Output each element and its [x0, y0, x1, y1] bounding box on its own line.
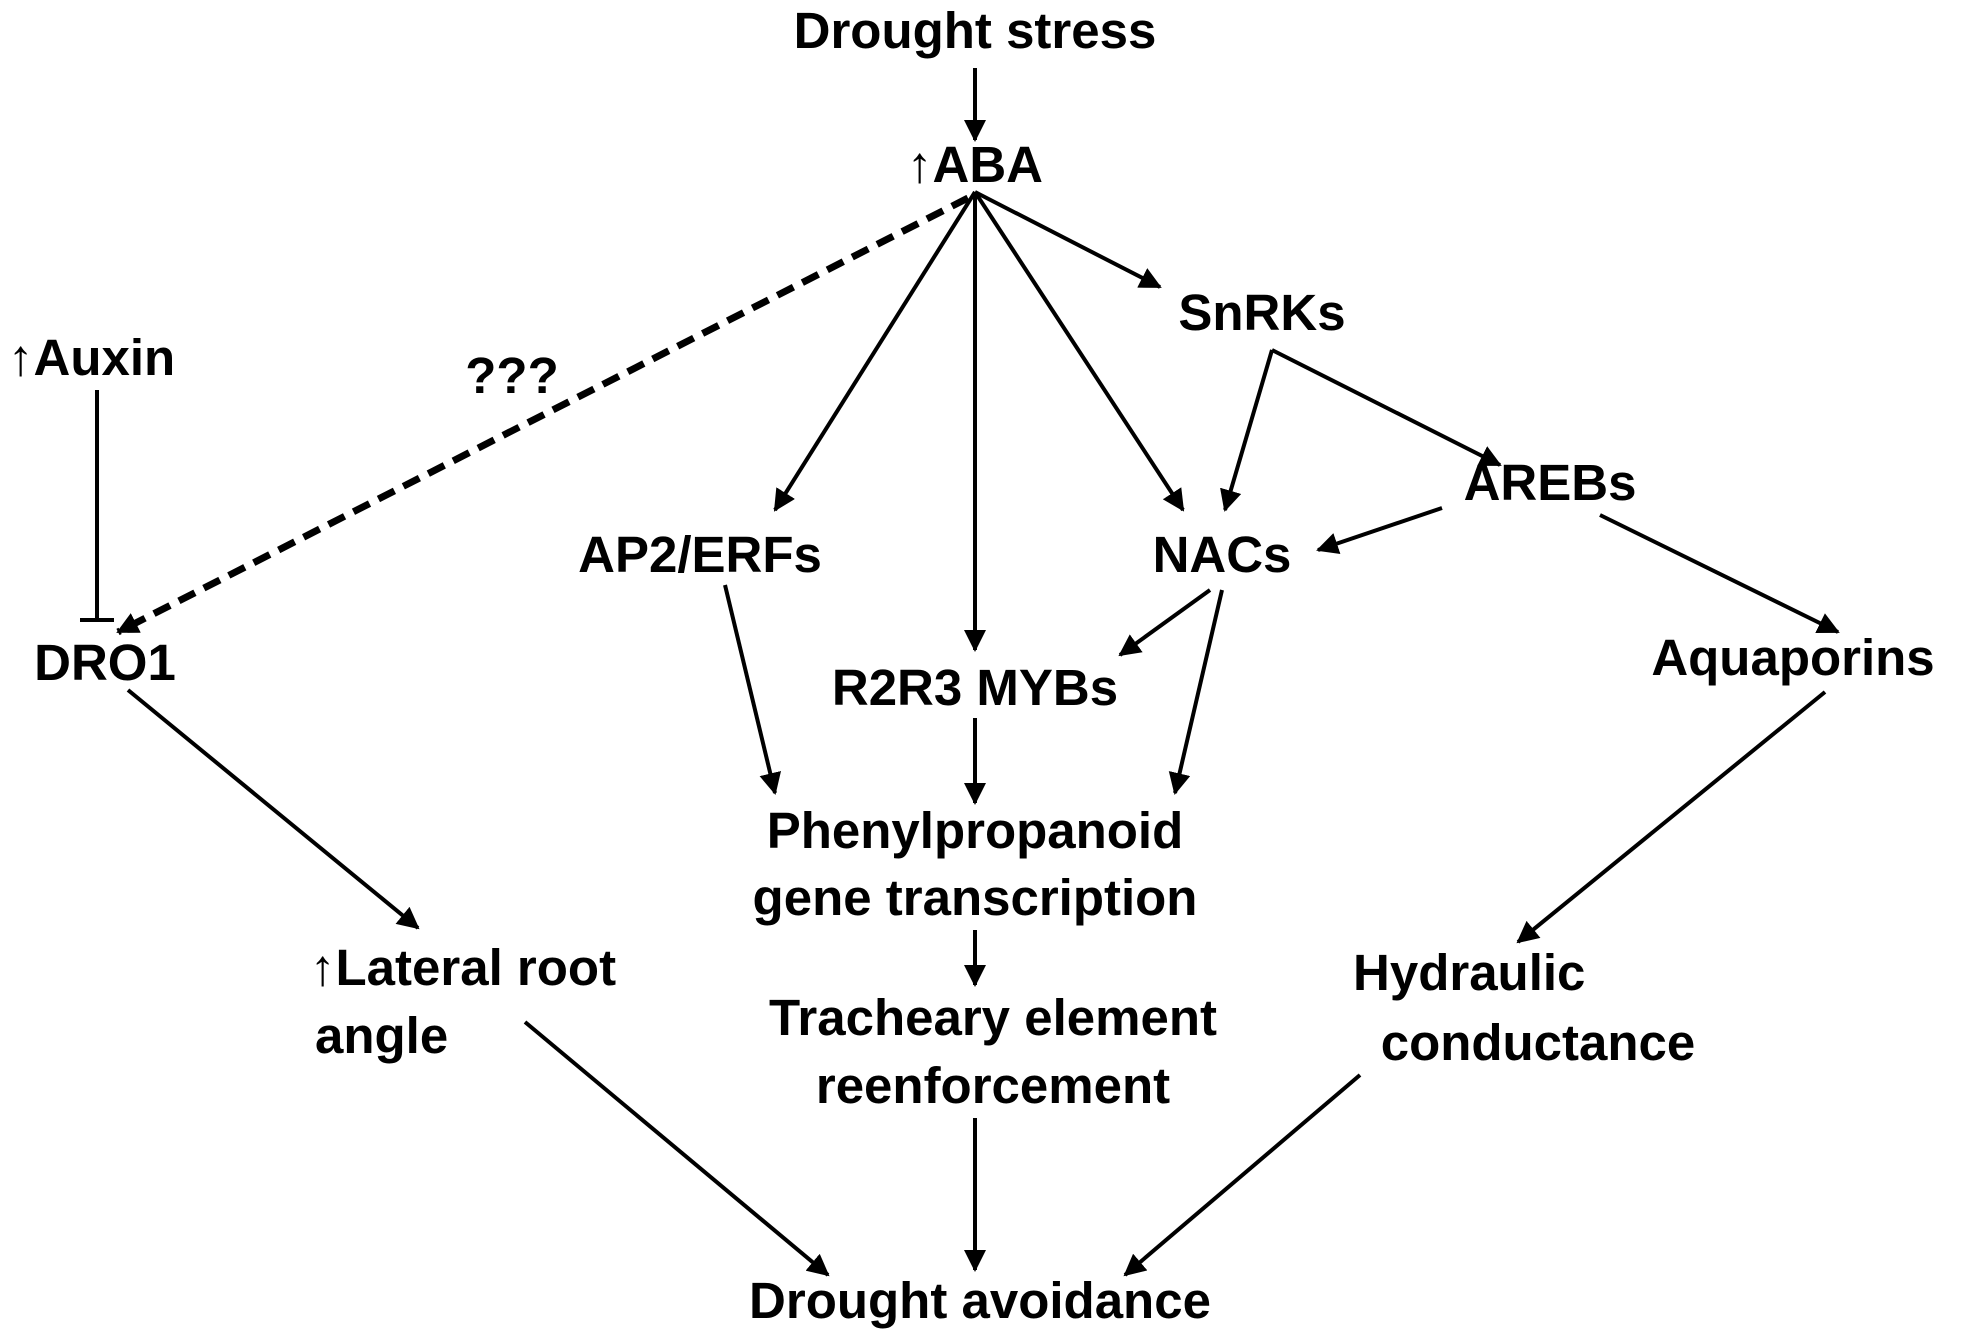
node-arebs: AREBs	[1464, 454, 1637, 511]
node-snrks: SnRKs	[1178, 284, 1345, 341]
node-tracheary-line1: Tracheary element	[769, 989, 1217, 1046]
node-tracheary-line2: reenforcement	[816, 1057, 1170, 1114]
node-ap2-erfs: AP2/ERFs	[578, 526, 822, 583]
nodes: Drought stress ↑ABA SnRKs ↑Auxin ??? ARE…	[8, 2, 1935, 1329]
node-phenylpropanoid-line1: Phenylpropanoid	[767, 802, 1184, 859]
edge-nacs-to-phenylpropanoid	[1168, 589, 1224, 795]
edge-arebs-to-aquaporins	[1599, 513, 1840, 634]
edge-aba-to-ap2-erfs	[773, 190, 977, 512]
node-lateral-root-line2: angle	[315, 1007, 448, 1064]
edge-snrks-to-nacs	[1220, 349, 1274, 512]
node-hydraulic-line1: Hydraulic	[1353, 944, 1585, 1001]
edge-dro1-to-lateral-root	[126, 688, 420, 930]
edge-lateral-root-to-drought-avoidance	[523, 1020, 830, 1277]
node-lateral-root-line1: ↑Lateral root	[310, 939, 616, 996]
edge-ap2-erfs-to-phenylpropanoid	[723, 584, 782, 795]
node-aba: ↑ABA	[907, 136, 1043, 193]
edge-hydraulic-to-drought-avoidance	[1123, 1073, 1362, 1277]
edges	[80, 68, 1840, 1277]
node-unknown-link: ???	[465, 347, 558, 404]
node-r2r3-mybs: R2R3 MYBs	[832, 659, 1118, 716]
edge-aquaporins-to-hydraulic	[1516, 690, 1827, 944]
edge-aba-to-nacs	[973, 190, 1185, 512]
edge-aba-to-dro1-unknown	[116, 194, 970, 636]
node-phenylpropanoid-line2: gene transcription	[753, 869, 1198, 926]
node-drought-avoidance: Drought avoidance	[749, 1272, 1211, 1329]
edge-aba-to-snrks	[974, 190, 1162, 289]
edge-arebs-to-nacs	[1316, 506, 1443, 555]
edge-nacs-to-r2r3-mybs	[1118, 588, 1212, 657]
node-nacs: NACs	[1153, 526, 1292, 583]
node-drought-stress: Drought stress	[794, 2, 1157, 59]
node-auxin: ↑Auxin	[8, 329, 175, 386]
node-hydraulic-line2: conductance	[1381, 1014, 1696, 1071]
edge-snrks-to-arebs	[1271, 348, 1502, 467]
node-dro1: DRO1	[34, 634, 176, 691]
node-aquaporins: Aquaporins	[1651, 629, 1934, 686]
